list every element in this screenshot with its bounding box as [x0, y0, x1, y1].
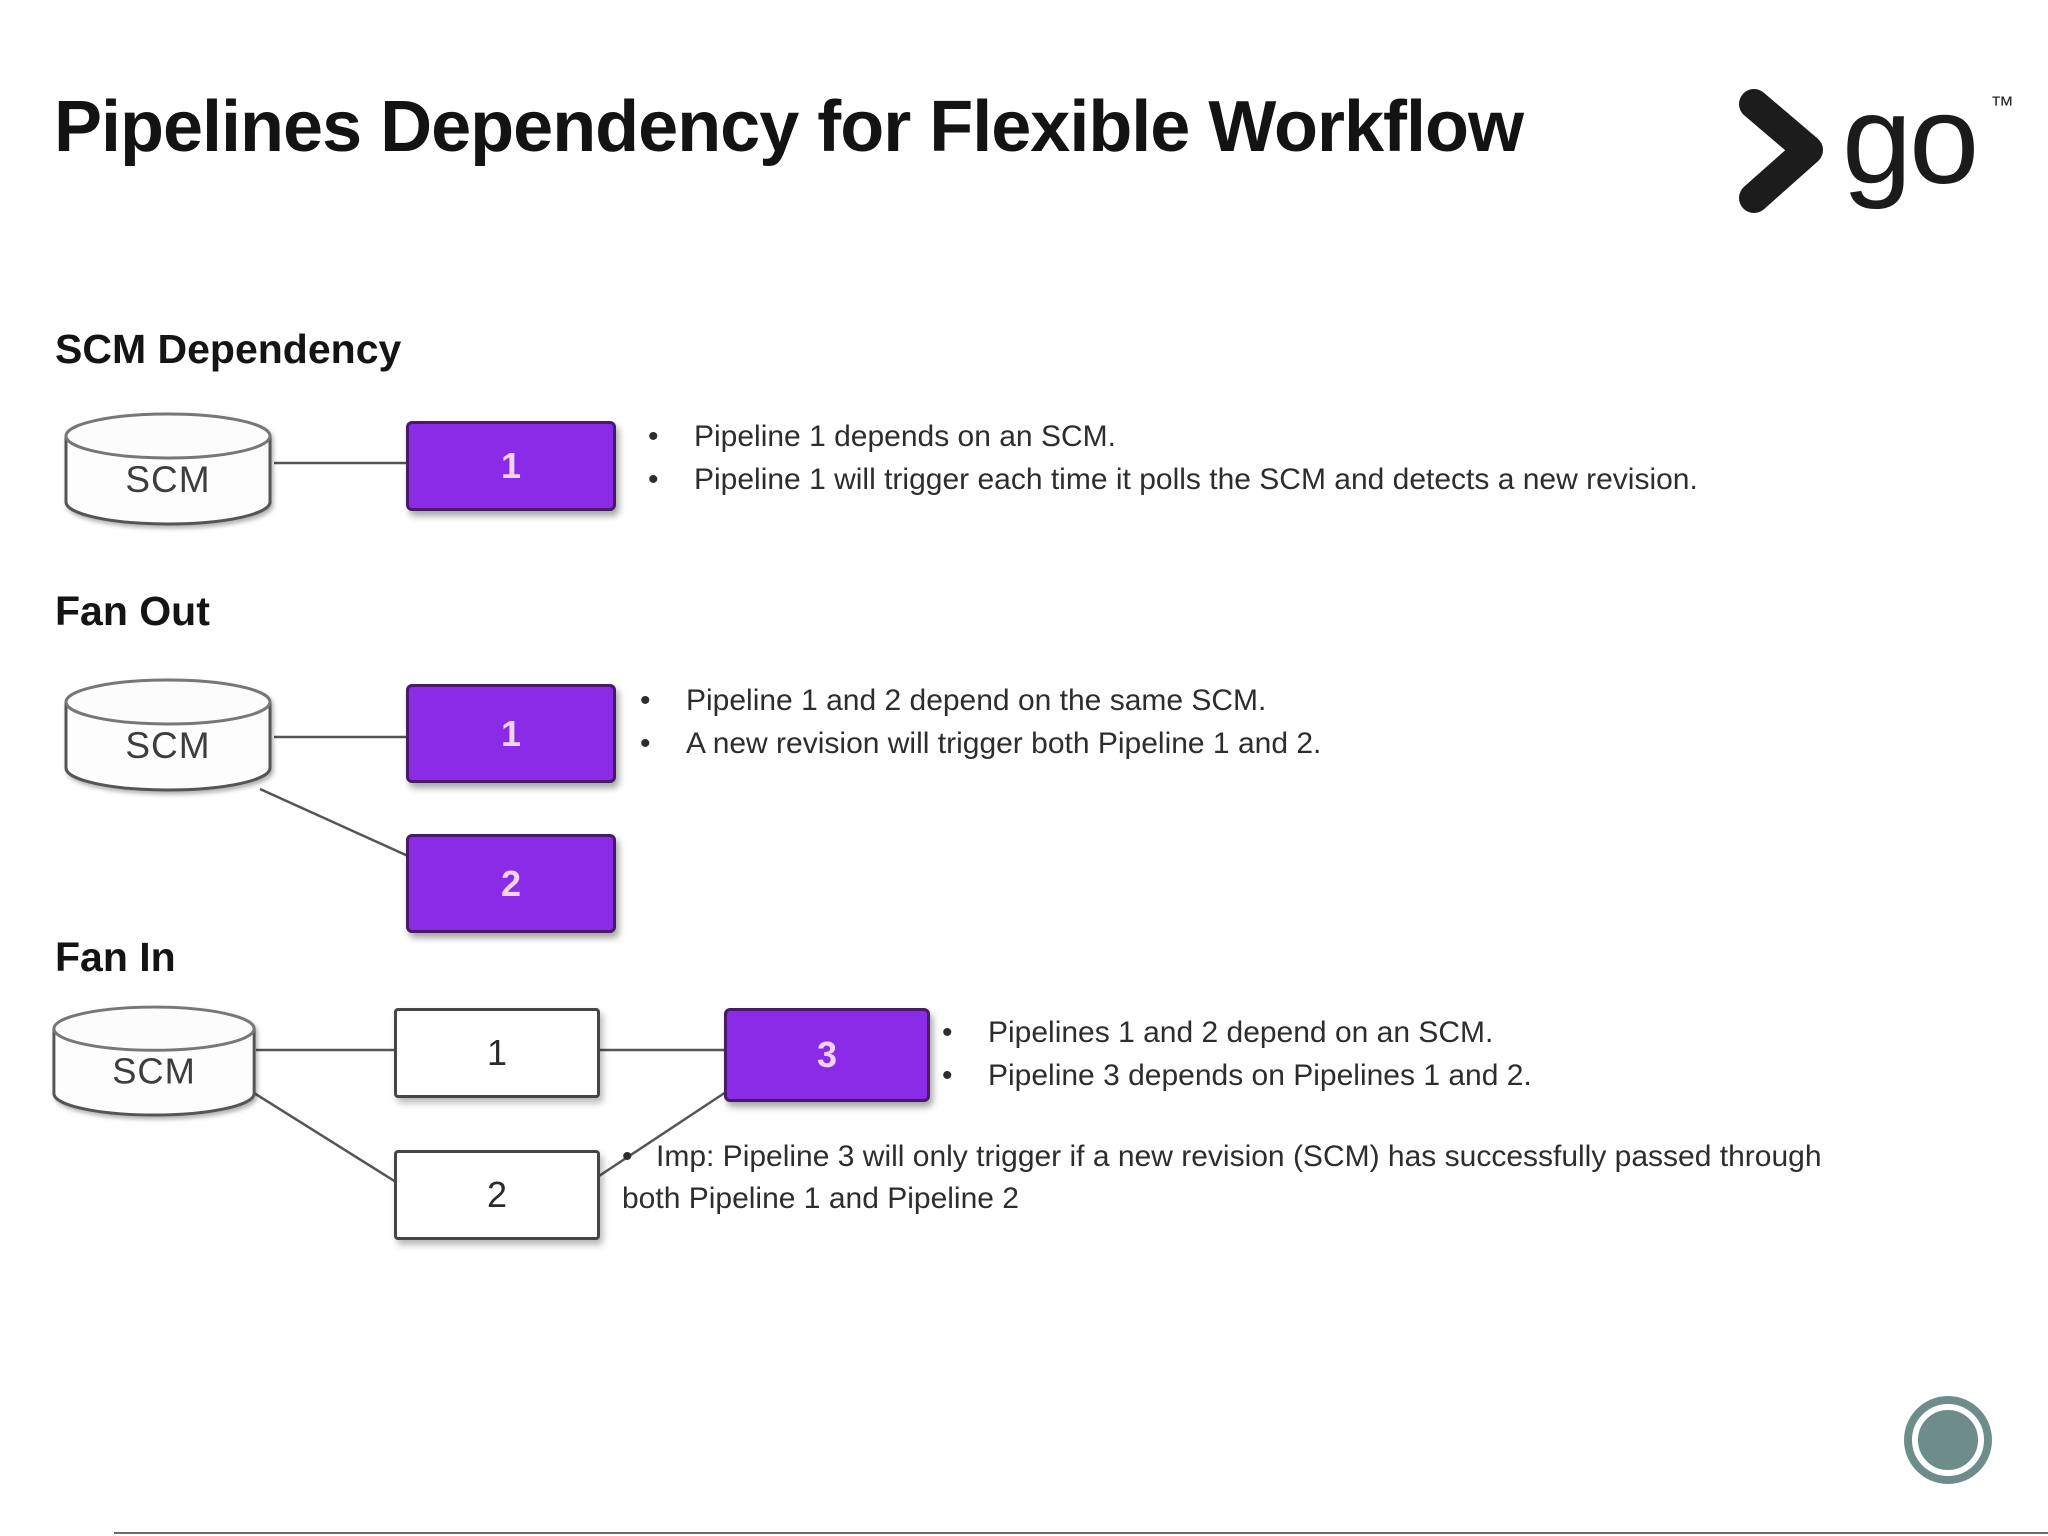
section-heading-fan-in: Fan In: [55, 934, 176, 980]
scm-dependency-bullets: • Pipeline 1 depends on an SCM. • Pipeli…: [648, 420, 1698, 497]
pipeline-box-2: 2: [406, 834, 616, 933]
bullet-item: • A new revision will trigger both Pipel…: [640, 727, 1321, 761]
note-line-2: both Pipeline 1 and Pipeline 2: [622, 1182, 1019, 1215]
bullet-item: • Pipeline 3 depends on Pipelines 1 and …: [942, 1059, 1532, 1093]
go-logo-text: go: [1842, 69, 1979, 210]
scm-label: SCM: [112, 1051, 196, 1092]
pipeline-box-label: 1: [500, 712, 522, 754]
bullet-dot: •: [942, 1016, 953, 1049]
bullet-item: • Pipeline 1 will trigger each time it p…: [648, 463, 1698, 497]
bullet-text: Pipelines 1 and 2 depend on an SCM.: [988, 1016, 1494, 1049]
bullet-text: Pipeline 1 depends on an SCM.: [694, 420, 1116, 453]
scm-label: SCM: [125, 459, 210, 500]
pipeline-box-label: 2: [486, 1174, 508, 1215]
pipeline-box-1: 1: [406, 684, 616, 783]
section-heading-scm-dependency: SCM Dependency: [55, 326, 402, 372]
go-chevron-icon: [1739, 89, 1823, 213]
bullet-text: Pipeline 1 will trigger each time it pol…: [694, 463, 1698, 496]
bullet-dot: •: [648, 420, 659, 453]
bullet-dot: •: [640, 727, 651, 760]
scm-cylinder: SCM: [50, 1003, 260, 1130]
pipeline-box-label: 3: [816, 1034, 838, 1075]
bullet-text: Pipeline 1 and 2 depend on the same SCM.: [686, 684, 1267, 717]
bullet-dot: •: [622, 1140, 633, 1173]
page-title: Pipelines Dependency for Flexible Workfl…: [54, 87, 1524, 167]
pipeline-box-1: 1: [406, 421, 616, 511]
trademark-symbol: ™: [1990, 92, 2014, 119]
fan-in-bullets: • Pipelines 1 and 2 depend on an SCM. • …: [942, 1016, 1532, 1093]
teal-circle-badge: [1904, 1396, 1992, 1484]
fan-in-note: • Imp: Pipeline 3 will only trigger if a…: [622, 1136, 2032, 1220]
bullet-item: • Pipeline 1 depends on an SCM.: [648, 420, 1698, 454]
bullet-text: Pipeline 3 depends on Pipelines 1 and 2.: [988, 1059, 1532, 1092]
bullet-dot: •: [648, 463, 659, 496]
go-logo: go ™: [1738, 69, 2028, 228]
pipeline-box-label: 2: [500, 862, 522, 904]
bottom-edge-line: [114, 1532, 2048, 1534]
note-text: Imp: Pipeline 3 will only trigger if a n…: [656, 1140, 1822, 1173]
fan-out-bullets: • Pipeline 1 and 2 depend on the same SC…: [640, 684, 1321, 761]
note-line-1: • Imp: Pipeline 3 will only trigger if a…: [622, 1136, 2032, 1178]
scm-label: SCM: [125, 725, 210, 766]
scm-cylinder: SCM: [62, 410, 276, 539]
bullet-item: • Pipelines 1 and 2 depend on an SCM.: [942, 1016, 1532, 1050]
pipeline-box-2: 2: [394, 1150, 600, 1240]
pipeline-box-3: 3: [724, 1008, 930, 1102]
bullet-dot: •: [942, 1059, 953, 1092]
bullet-dot: •: [640, 684, 651, 717]
pipeline-box-label: 1: [500, 445, 522, 486]
bullet-text: A new revision will trigger both Pipelin…: [686, 727, 1322, 760]
pipeline-box-label: 1: [486, 1032, 508, 1073]
scm-cylinder: SCM: [62, 676, 276, 805]
bullet-item: • Pipeline 1 and 2 depend on the same SC…: [640, 684, 1321, 718]
pipeline-box-1: 1: [394, 1008, 600, 1098]
section-heading-fan-out: Fan Out: [55, 588, 210, 634]
